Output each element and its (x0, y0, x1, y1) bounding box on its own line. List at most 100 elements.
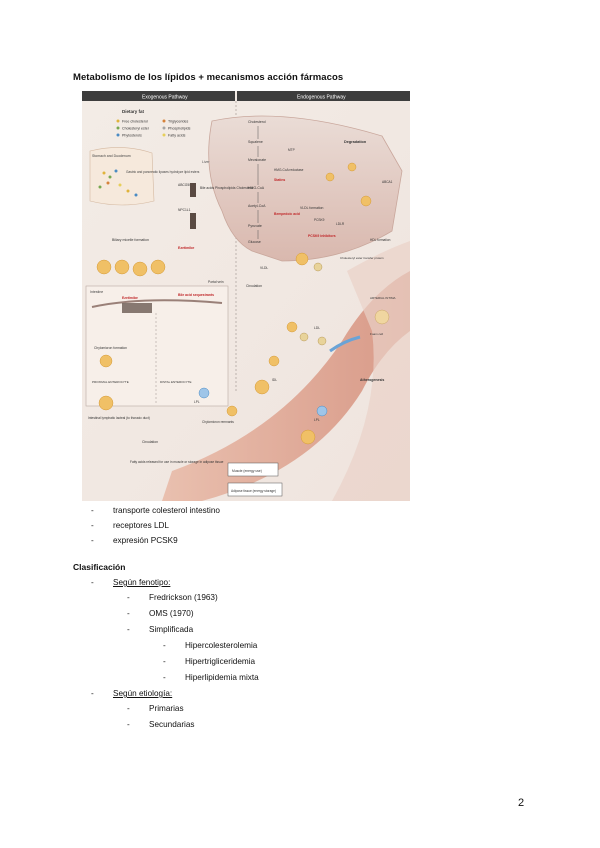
arterial-wall (332, 241, 410, 501)
chylo-form-label: Chylomicron formation (94, 346, 127, 350)
triglyceride-icon (162, 119, 166, 123)
exogenous-header: Exogenous Pathway (142, 95, 188, 101)
lpl-label-1: LPL (194, 400, 200, 404)
list-item: -Según fenotipo: (91, 578, 171, 587)
npc1l1-transporter-icon (190, 213, 196, 229)
bempedoic-label: Bempedoic acid (274, 212, 300, 216)
pcsk9-label: PCSK9 (314, 218, 325, 222)
mtp-label: MTP (288, 148, 295, 152)
hmgcoa-label: HMG-CoA (248, 186, 265, 190)
list-item: -Según etiología: (91, 689, 173, 698)
list-item: -OMS (1970) (127, 609, 194, 618)
hmgcr-label: HMG-CoA reductase (274, 168, 304, 172)
dietary-fat-particles (98, 169, 138, 197)
list-item: -Hipercolesterolemia (163, 641, 258, 650)
legend-item: Fatty acids (168, 134, 186, 138)
abca1-label: ABCA1 (382, 180, 393, 184)
gastric-label: Gastric and pancreatic lipases hydrolyze… (126, 170, 200, 174)
adipose-box (227, 482, 283, 497)
intestinal-wall (91, 299, 223, 308)
arterial-label: ARTERIAL INTIMA (370, 296, 396, 300)
list-item: -expresión PCSK9 (91, 536, 178, 545)
phospholipid-icon (162, 126, 166, 130)
portal-label: Portal vein (208, 280, 224, 284)
enterocyte-transporters (122, 303, 152, 313)
ezetimibe-label: Ezetimibe (178, 246, 194, 250)
athero-label: Atherogenesis (360, 378, 384, 382)
foam-cell-icon (374, 309, 390, 325)
cholesterol-label: Cholesterol (248, 120, 266, 124)
micelle-balls (96, 259, 166, 277)
list-item: -Secundarias (127, 720, 195, 729)
legend-item: Phospholipids (168, 127, 191, 131)
exogenous-header-bar (82, 91, 235, 101)
vldl-form-label: VLDL formation (300, 206, 324, 210)
micelle-label: Biliary micelle formation (112, 238, 149, 242)
distal-label: DISTAL ENTEROCYTE (160, 380, 192, 384)
endogenous-header-bar (237, 91, 410, 101)
remnants-label: Chylomicron remnants (202, 420, 234, 424)
degradation-label: Degradation (344, 140, 367, 144)
free-cholesterol-icon (116, 119, 120, 123)
legend-item: Triglycerides (168, 120, 188, 124)
lipoprotein-particles (198, 162, 372, 445)
legend-item: Phytosterols (122, 134, 142, 138)
page-title: Metabolismo de los lípidos + mecanismos … (73, 72, 344, 83)
fatty-acid-icon (162, 133, 166, 137)
adipose-label: Adipose tissue (energy storage) (231, 489, 276, 493)
ffa-label: Fatty acids released for use in muscle o… (130, 460, 224, 464)
circulation-label-2: Circulation (246, 284, 262, 288)
list-item: -Fredrickson (1963) (127, 593, 218, 602)
mevalonate-label: Mevalonate (248, 158, 266, 162)
intestine-box (85, 285, 229, 407)
lymph-chylomicron (98, 395, 114, 411)
glucose-label: Glucose (248, 240, 261, 244)
liver-shape (208, 115, 403, 262)
muscle-label: Muscle (energy use) (232, 469, 262, 473)
liver-label: Liver (202, 160, 210, 164)
hdl-form-label: HDL formation (370, 238, 391, 242)
lipid-metabolism-figure: Exogenous Pathway Endogenous Pathway Die… (82, 91, 410, 501)
bile-label: Bile acids Phospholipids Cholesterol (200, 186, 253, 190)
legend-item: Cholesteryl ester (122, 127, 150, 131)
squalene-label: Squalene (248, 140, 263, 144)
muscle-box (227, 462, 279, 477)
cetp-label: Cholesteryl ester transfer protein (340, 256, 384, 260)
section-title: Clasificación (73, 562, 126, 572)
foam-label: Foam cell (370, 332, 383, 336)
stomach-shape (89, 147, 155, 206)
legend-title: Dietary fat (122, 109, 145, 114)
proximal-label: PROXIMAL ENTEROCYTE (92, 380, 129, 384)
acetyl-label: Acetyl-CoA (248, 204, 266, 208)
list-item: -receptores LDL (91, 521, 169, 530)
phytosterol-icon (116, 133, 120, 137)
bile-seq-label: Bile acid sequestrants (178, 293, 214, 297)
chylomicron-ball (99, 354, 113, 368)
list-item: -Hipertrigliceridemia (163, 657, 256, 666)
intestine-label: Intestine (90, 290, 103, 294)
abcg58-label: ABCG5/8 (178, 183, 192, 187)
endogenous-header: Endogenous Pathway (297, 95, 346, 101)
npc1l1-label: NPC1L1 (178, 208, 191, 212)
pcsk9-inh-label: PCSK9 inhibitors (308, 234, 336, 238)
lymph-label: Intestinal lymphatic lacteal (to thoraci… (88, 416, 150, 420)
ldl-label: LDL (314, 326, 320, 330)
stomach-label: Stomach and Duodenum (92, 154, 131, 158)
ezetimibe-intestine-label: Ezetimibe (122, 296, 138, 300)
statins-label: Statins (274, 178, 285, 182)
ldlr-label: LDLR (336, 222, 345, 226)
legend-item: Free cholesterol (122, 120, 148, 124)
lpl-label-2: LPL (314, 418, 320, 422)
list-item: -Hiperlipidemia mixta (163, 673, 259, 682)
page-number: 2 (518, 797, 525, 809)
list-item: -Primarias (127, 704, 184, 713)
idl-label: IDL (272, 378, 277, 382)
abcg58-transporter-icon (190, 183, 196, 197)
list-item: -transporte colesterol intestino (91, 506, 220, 515)
circulation-label-1: Circulation (142, 440, 158, 444)
list-item: -Simplificada (127, 625, 194, 634)
cholesteryl-ester-icon (116, 126, 120, 130)
ldl-uptake-arrow (329, 335, 361, 353)
vldl-label: VLDL (260, 266, 268, 270)
pyruvate-label: Pyruvate (248, 224, 262, 228)
